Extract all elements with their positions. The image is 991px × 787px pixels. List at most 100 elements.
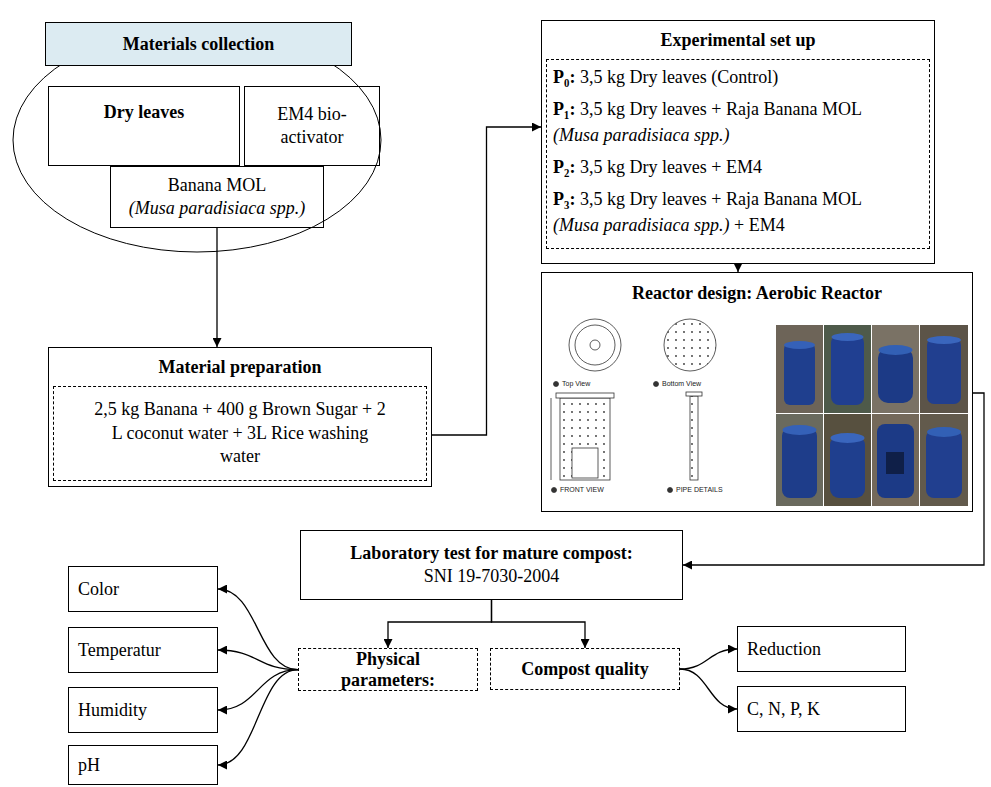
flow-arrow [388,600,492,648]
box-text: C, N, P, K [747,699,820,720]
reactor-photos [776,325,968,506]
barrel [830,436,865,498]
reactor-body [560,398,610,480]
italic-run: (Musa paradisiaca spp.) [553,215,730,235]
flow-arrow [432,127,541,435]
photo-ground [776,325,823,413]
barrel [878,348,913,403]
text-run: + EM4 [730,215,785,235]
text-run: Materials collection [123,34,274,55]
parameter-box: Reduction [737,626,906,672]
flow-arrow [218,650,298,670]
box-text: Reduction [747,639,821,660]
flow-arrow [737,264,738,272]
view-marker [668,488,673,493]
material-box: Dry leaves [48,86,240,166]
barrel [831,335,864,405]
barrel [784,343,815,405]
box-heading: Experimental set up [542,21,934,59]
barrel [782,428,817,498]
barrel-top [831,433,865,443]
barrel [926,430,962,498]
bold-run: Laboratory test for mature compost: [350,543,632,563]
group-ellipse: Materials collectionDry leaves EM4 bio-ac… [12,22,382,254]
group-heading: Materials collection [45,22,352,66]
view-caption: Bottom View [662,380,701,388]
barrel-top [783,425,817,435]
category-box: Physical parameters: [298,648,478,691]
pipe-cap [686,392,702,396]
top-view-drawing [554,319,622,387]
barrel-door [886,452,904,474]
flow-arrow [218,670,298,765]
perforated-base [664,319,716,371]
box-text: Color [78,579,119,600]
bottom-view-drawing [654,319,717,387]
box-text: P₀: 3,5 kg Dry leaves (Control) [553,64,923,90]
flow-arrow [218,589,298,670]
text-run: Banana MOL [168,175,266,195]
reactor-outline [569,319,621,371]
text-run: Material preparation [158,357,321,377]
parameter-box: Temperatur [68,627,218,673]
view-caption: FRONT VIEW [560,486,604,494]
flow-arrow [683,393,984,565]
text-run: Color [78,579,119,599]
parameter-box: Color [68,566,218,612]
process-box: Material preparation 2,5 kg Banana + 400 … [48,347,432,487]
barrel-top [784,341,815,349]
flow-arrow [680,649,737,669]
text-run: 3,5 kg Dry leaves + Raja Banana MOL [575,99,861,119]
view-marker [554,382,559,387]
pipe-opening [590,340,600,350]
barrel-top [879,345,913,355]
text-run: Humidity [78,700,147,720]
flow-arrow [680,669,737,709]
reactor-rim [575,325,615,365]
text-run: SNI 19-7030-2004 [424,566,560,586]
box-heading: Material preparation [49,348,431,386]
box-text: EM4 bio-activator [253,103,371,150]
text-run: pH [78,755,100,775]
view-marker [552,488,557,493]
process-box: Experimental set up P₀: 3,5 kg Dry leaves… [541,20,935,264]
text-run: Reduction [747,639,821,659]
bold-run: P₃: [553,189,575,209]
bold-run: P₀: [553,67,575,87]
italic-run: (Musa paradisiaca spp.) [553,125,730,145]
text-run: 2,5 kg Banana + 400 g Brown Sugar + 2 L … [94,399,385,466]
material-box: EM4 bio-activator [244,86,380,166]
text-run: Experimental set up [661,30,816,50]
flow-arrow [216,228,217,347]
text-run: Physical parameters: [341,649,435,690]
photo-ground [920,325,968,413]
flow-arrow [492,600,586,648]
photo-ground [872,414,919,506]
harvest-door [572,448,598,478]
box-text: Banana MOL [168,174,266,197]
barrel-top [927,336,961,344]
box-text: Dry leaves [104,101,184,124]
box-text: (Musa paradisiaca spp.) [129,197,306,220]
box-text: Temperatur [78,640,161,661]
dimension-line [551,398,552,480]
barrel-top [832,333,864,341]
text-run: EM4 bio-activator [277,104,347,147]
parameter-box: Humidity [68,687,218,733]
category-box: Compost quality [490,648,680,690]
aeration-pipe [690,396,698,480]
text-run: Dry leaves [104,102,184,122]
text-run: Temperatur [78,640,161,660]
material-box: Banana MOL(Musa paradisiaca spp.) [110,166,324,228]
text-run: 3,5 kg Dry leaves + EM4 [575,157,762,177]
bold-run: P₁: [553,99,575,119]
box-text: Physical parameters: [333,649,443,690]
box-text: P₁: 3,5 kg Dry leaves + Raja Banana MOL … [553,96,923,148]
text-run: 3,5 kg Dry leaves (Control) [575,67,778,87]
box-text: pH [78,755,100,776]
text-run: C, N, P, K [747,699,820,719]
dashed-panel: 2,5 kg Banana + 400 g Brown Sugar + 2 L … [53,386,427,481]
photo-ground [872,325,919,413]
